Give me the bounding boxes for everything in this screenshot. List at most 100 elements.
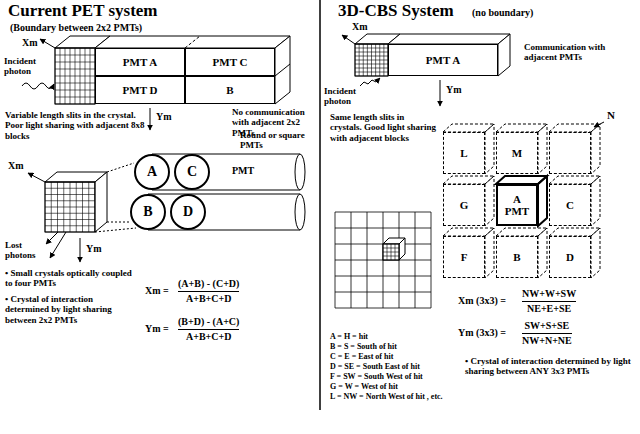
neighbor-pmt: G (443, 184, 485, 226)
pmt-depth (549, 124, 600, 174)
fraction-bar (522, 301, 576, 302)
round-pmt: D (170, 194, 206, 230)
pmt-depth (496, 228, 547, 278)
photon-label: Incident photon (324, 86, 364, 107)
axis-label: Xm (8, 160, 24, 172)
fraction-bar (522, 333, 572, 334)
grid-line (45, 182, 95, 183)
round-pmt: A (134, 154, 170, 190)
note: Lost photons (5, 240, 45, 261)
section-title: 3D-CBS System (338, 1, 454, 21)
crystal-side-face (399, 238, 405, 260)
axis-arrow (40, 39, 55, 48)
denominator-slot: A+B+C+D (178, 331, 239, 343)
axis-arrow (28, 173, 45, 182)
axis-label: Ym (86, 243, 102, 255)
photon-label: Incident photon (4, 56, 52, 77)
bullet-note: • Crystal of interaction determined by l… (465, 356, 635, 377)
grid-line (45, 213, 95, 214)
neighbor-pmt: C (549, 184, 591, 226)
numerator-slot: (B+D) - (A+C) (178, 316, 239, 328)
round-pmt-assembly (28, 154, 305, 262)
formula-term: (A+B) - (C+D) (178, 278, 239, 290)
grid-line (355, 52, 388, 53)
lost-photon-arrow (50, 232, 66, 258)
formula-term: (B+D) - (A+C) (178, 316, 239, 328)
grid-line (355, 60, 388, 61)
key-line: C = E = East of hit (330, 352, 393, 361)
pmt-box: PMT D (95, 76, 185, 104)
grid-line (55, 62, 95, 63)
fraction: (B+D) - (A+C) A+B+C+D (178, 316, 239, 342)
pmt-boundary (275, 64, 290, 76)
pmt-label: F (461, 251, 468, 263)
formula-term: A+B+C+D (178, 331, 239, 343)
grid-line (383, 256, 399, 257)
pmt-side-face (538, 228, 547, 278)
callout-letter: N (607, 109, 615, 121)
pmt-label: B (513, 251, 520, 263)
section-subtitle: (Boundary between 2x2 PMTs) (10, 22, 142, 34)
grid-line (55, 97, 95, 98)
pmt-cylinder (148, 230, 300, 231)
pmt-top-face (388, 34, 510, 44)
neighbor-pmt: M (496, 132, 538, 174)
divider-line (319, 0, 321, 410)
neighbor-pmt: L (443, 132, 485, 174)
key-line: G = W = West of hit (330, 382, 398, 391)
fraction: SW+S+SE NW+N+NE (522, 320, 572, 346)
formula-term: NW+W+SW (522, 288, 576, 300)
pmt-cylinder (152, 154, 300, 155)
formula-term: NW+N+NE (522, 335, 572, 347)
pmt-depth (496, 124, 547, 174)
photon-wave (22, 83, 54, 89)
pmt-side-face (498, 34, 510, 76)
grid-line (45, 225, 95, 226)
pmt-label: M (512, 147, 522, 159)
section-subtitle: (no boundary) (472, 7, 533, 19)
pmt-cylinder (148, 194, 300, 195)
crystal-front-face (355, 44, 388, 76)
grid-line (383, 244, 399, 245)
formula-label: Xm = (145, 285, 169, 297)
grid-line (45, 207, 95, 208)
grid-line (355, 72, 388, 73)
leader-arrow (594, 122, 604, 127)
pmt-box: PMT C (185, 48, 275, 76)
note: Round or square PMTs (240, 130, 316, 151)
numerator-slot: NW+W+SW (522, 288, 576, 300)
pmt-side-face (275, 36, 290, 104)
grid-line (55, 104, 95, 105)
key-line: B = S = South of hit (330, 342, 397, 351)
note: Same length slits in crystals. Good ligh… (330, 112, 436, 143)
pmt-label: B (143, 204, 152, 219)
axis-arrow (80, 238, 81, 262)
key-line: A = H = hit (330, 332, 368, 341)
pmt-side-face (538, 176, 547, 226)
pmt-cylinder (295, 154, 305, 190)
formula-term: SW+S+SE (522, 320, 572, 332)
fraction: (A+B) - (C+D) A+B+C+D (178, 278, 239, 304)
grid-line (355, 44, 388, 45)
grid-line (55, 76, 95, 77)
axis-label: Ym (156, 111, 172, 123)
pmt-label: PMT A (123, 56, 157, 68)
formula-label: Ym = (145, 323, 169, 335)
grid-line (335, 308, 431, 309)
pmt-label: C (566, 199, 574, 211)
pmt-side-face (591, 228, 600, 278)
pmt-side-face (485, 124, 494, 174)
pmt-label: A (147, 164, 157, 179)
pmt-label: PMT C (213, 56, 248, 68)
crystal-slits (55, 48, 95, 104)
pmt-grid (335, 212, 431, 308)
coupling-line (107, 222, 130, 223)
key-line: L = NW = North West of hit , etc. (330, 392, 443, 401)
grid-line (45, 232, 95, 233)
formula-label: Ym (3x3) = (458, 327, 506, 339)
photon-wave (360, 78, 380, 86)
pmt-depth (549, 228, 600, 278)
grid-line (355, 48, 388, 49)
formula-term: A+B+C+D (178, 293, 239, 305)
